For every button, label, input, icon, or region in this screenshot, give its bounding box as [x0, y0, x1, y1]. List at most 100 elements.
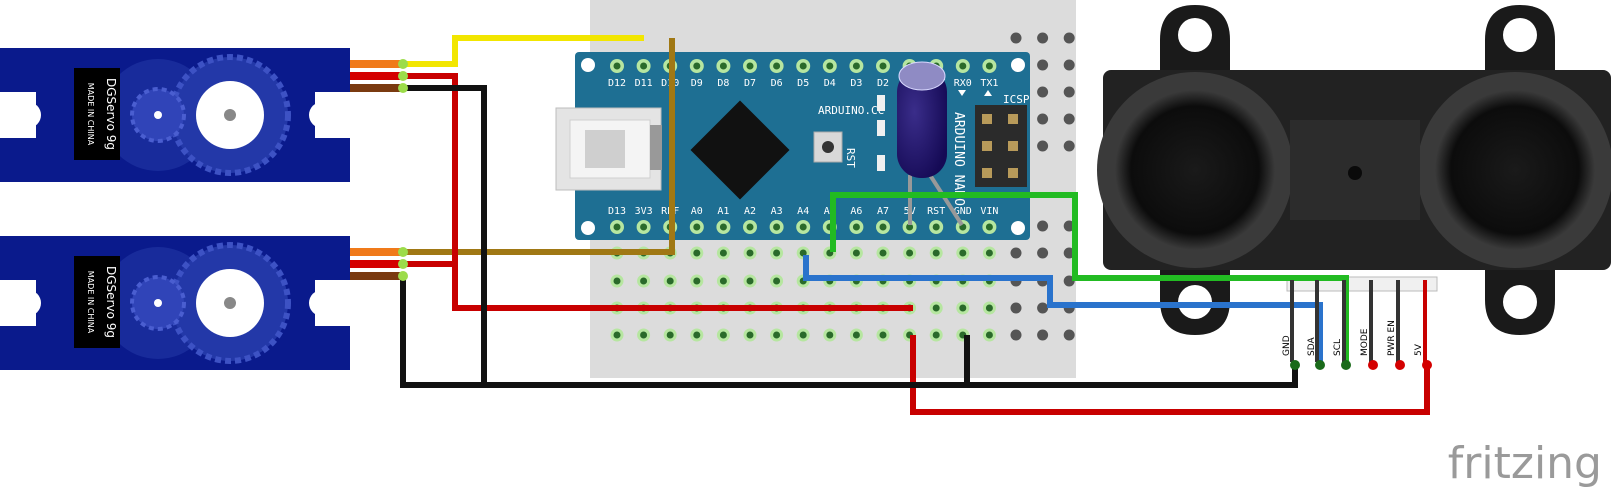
bottom-pin-label: A3	[771, 206, 783, 217]
mount-hole	[581, 221, 595, 235]
breadboard-hole-center	[879, 331, 887, 339]
wire-red-sensor-5v	[910, 335, 1430, 415]
mount-hole	[1011, 221, 1025, 235]
sensor-pin-label: PWR EN	[1387, 320, 1397, 356]
top-pin-label: D2	[877, 78, 889, 89]
mount-hole	[581, 58, 595, 72]
breadboard-hole-center	[985, 249, 993, 257]
bottom-pin-label: D13	[608, 206, 626, 217]
breadboard-hole	[1037, 329, 1049, 341]
reset-label: RST	[844, 148, 857, 168]
breadboard-hole	[1010, 247, 1022, 259]
nano-pin-top-center	[852, 62, 860, 70]
sensor-pins: GND SDA SCL MODE PWR EN 5V	[1282, 280, 1432, 370]
servo-ground-lead	[350, 272, 400, 280]
servo-1: DGServo 9g MADE IN CHINA	[0, 48, 400, 182]
breadboard-hole-center	[693, 249, 701, 257]
servo-sublabel: MADE IN CHINA	[86, 271, 95, 334]
breadboard-hole	[1063, 329, 1075, 341]
top-pin-label: D12	[608, 78, 626, 89]
breadboard-hole	[1063, 140, 1075, 152]
top-pin-label: D9	[691, 78, 703, 89]
breadboard-hole	[1063, 113, 1075, 125]
mount-hole	[1011, 58, 1025, 72]
breadboard-hole-center	[932, 331, 940, 339]
breadboard-hole-center	[640, 331, 648, 339]
breadboard-hole	[1010, 32, 1022, 44]
sensor-pin-label: SCL	[1333, 339, 1343, 356]
nano-pin-bottom-center	[985, 223, 993, 231]
breadboard-hole-center	[773, 249, 781, 257]
breadboard-hole-center	[773, 331, 781, 339]
breadboard-hole-center	[852, 249, 860, 257]
top-pin-label: D4	[824, 78, 836, 89]
nano-pin-top-center	[773, 62, 781, 70]
nano-pin-bottom-center	[879, 223, 887, 231]
bottom-pin-label: GND	[954, 206, 972, 217]
top-pin-label: RX0	[954, 78, 972, 89]
top-pin-label: D3	[850, 78, 862, 89]
bottom-pin-label: A0	[691, 206, 703, 217]
breadboard-hole	[1063, 275, 1075, 287]
top-pin-label: TX1	[980, 78, 998, 89]
nano-pin-top-center	[640, 62, 648, 70]
breadboard-hole	[1010, 329, 1022, 341]
wire-yellow	[400, 35, 644, 67]
icsp-header	[975, 105, 1027, 187]
lidar-sensor	[1097, 5, 1611, 335]
breadboard-hole-center	[719, 331, 727, 339]
tx-arrow-icon	[984, 90, 992, 96]
nano-pin-bottom-center	[719, 223, 727, 231]
wire-red-servo-power	[400, 73, 913, 311]
breadboard-hole	[1063, 247, 1075, 259]
wire-brown	[400, 38, 675, 255]
nano-pin-bottom-center	[693, 223, 701, 231]
breadboard-hole	[1037, 59, 1049, 71]
breadboard-hole-center	[693, 277, 701, 285]
breadboard-hole-center	[932, 304, 940, 312]
led	[877, 120, 885, 136]
sensor-pin-label: SDA	[1307, 337, 1317, 356]
wire-endpoints	[398, 59, 408, 281]
nano-pin-bottom-center	[932, 223, 940, 231]
top-pin-label: D6	[771, 78, 783, 89]
breadboard-hole	[1063, 86, 1075, 98]
breadboard-hole-center	[799, 331, 807, 339]
led	[877, 155, 885, 171]
breadboard-hole-center	[746, 249, 754, 257]
breadboard-hole	[1010, 302, 1022, 314]
bottom-pin-label: A1	[717, 206, 729, 217]
breadboard-holes	[610, 32, 1075, 342]
breadboard-hole-center	[985, 331, 993, 339]
breadboard-hole	[1037, 113, 1049, 125]
nano-pin-bottom-center	[613, 223, 621, 231]
nano-pin-top-center	[746, 62, 754, 70]
bottom-pin-label: A4	[797, 206, 809, 217]
breadboard-hole-center	[826, 331, 834, 339]
sensor-pin-label: 5V	[1414, 343, 1424, 356]
breadboard-hole	[1063, 59, 1075, 71]
nano-pin-top-center	[693, 62, 701, 70]
breadboard-hole-center	[613, 277, 621, 285]
bottom-pin-label: VIN	[980, 206, 998, 217]
reset-button	[813, 131, 843, 163]
breadboard-hole-center	[773, 277, 781, 285]
bottom-pin-label: 3V3	[635, 206, 653, 217]
breadboard-hole	[1037, 86, 1049, 98]
breadboard-hole	[1063, 32, 1075, 44]
nano-pin-bottom-center	[773, 223, 781, 231]
icsp-label: ICSP	[1003, 93, 1030, 106]
microcontroller-chip	[690, 100, 790, 200]
nano-pin-top-center	[826, 62, 834, 70]
bottom-pin-label: A7	[877, 206, 889, 217]
wire-black-servo1	[400, 85, 487, 385]
nano-pin-top-center	[959, 62, 967, 70]
nano-pin-top-center	[879, 62, 887, 70]
bottom-pin-label: A2	[744, 206, 756, 217]
servo-signal-lead	[350, 248, 400, 256]
bottom-pin-label: A6	[850, 206, 862, 217]
breadboard-hole-center	[879, 249, 887, 257]
usb-connector	[555, 107, 662, 191]
breadboard-hole-center	[746, 331, 754, 339]
